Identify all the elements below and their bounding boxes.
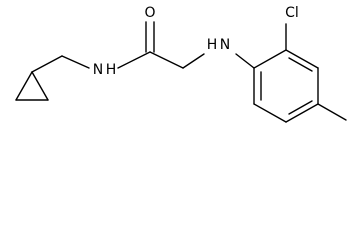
- amine-hydrogen-label: H: [207, 37, 218, 53]
- bond-ring-2: [15, 71, 33, 101]
- benzene-ring: [253, 49, 319, 123]
- bond-amine-n-to-ring: [235, 53, 255, 69]
- amide-hydrogen-label: H: [106, 62, 117, 78]
- bond-amide-n-to-carbonyl: [117, 51, 151, 69]
- cyclopropyl-ring: [15, 71, 49, 101]
- bond-ring-to-methyl: [317, 103, 347, 121]
- amine-nitrogen-label: N: [220, 37, 230, 53]
- amide-nitrogen-label: N: [93, 62, 103, 78]
- chlorine-label: Cl: [285, 5, 299, 21]
- bond-ch2-to-amide-n: [61, 55, 90, 69]
- bond-ring-3: [31, 71, 49, 101]
- bond-carbonyl-to-ch2: [149, 51, 184, 69]
- bond-ring-to-ch2: [31, 55, 63, 73]
- substituents: [285, 23, 347, 121]
- bond-ch2-to-amine-n: [182, 53, 205, 69]
- bond-ar-4: [285, 103, 319, 123]
- bond-ar-2: [285, 49, 319, 69]
- bond-ar-5: [253, 103, 287, 123]
- chemical-structure-diagram: O N H H N Cl: [15, 5, 347, 123]
- linker-chain: [31, 21, 255, 73]
- oxygen-label: O: [144, 5, 155, 21]
- bond-ar-inner-2: [288, 100, 313, 115]
- bond-ar-1: [253, 49, 287, 69]
- bond-ar-inner-1: [288, 57, 313, 72]
